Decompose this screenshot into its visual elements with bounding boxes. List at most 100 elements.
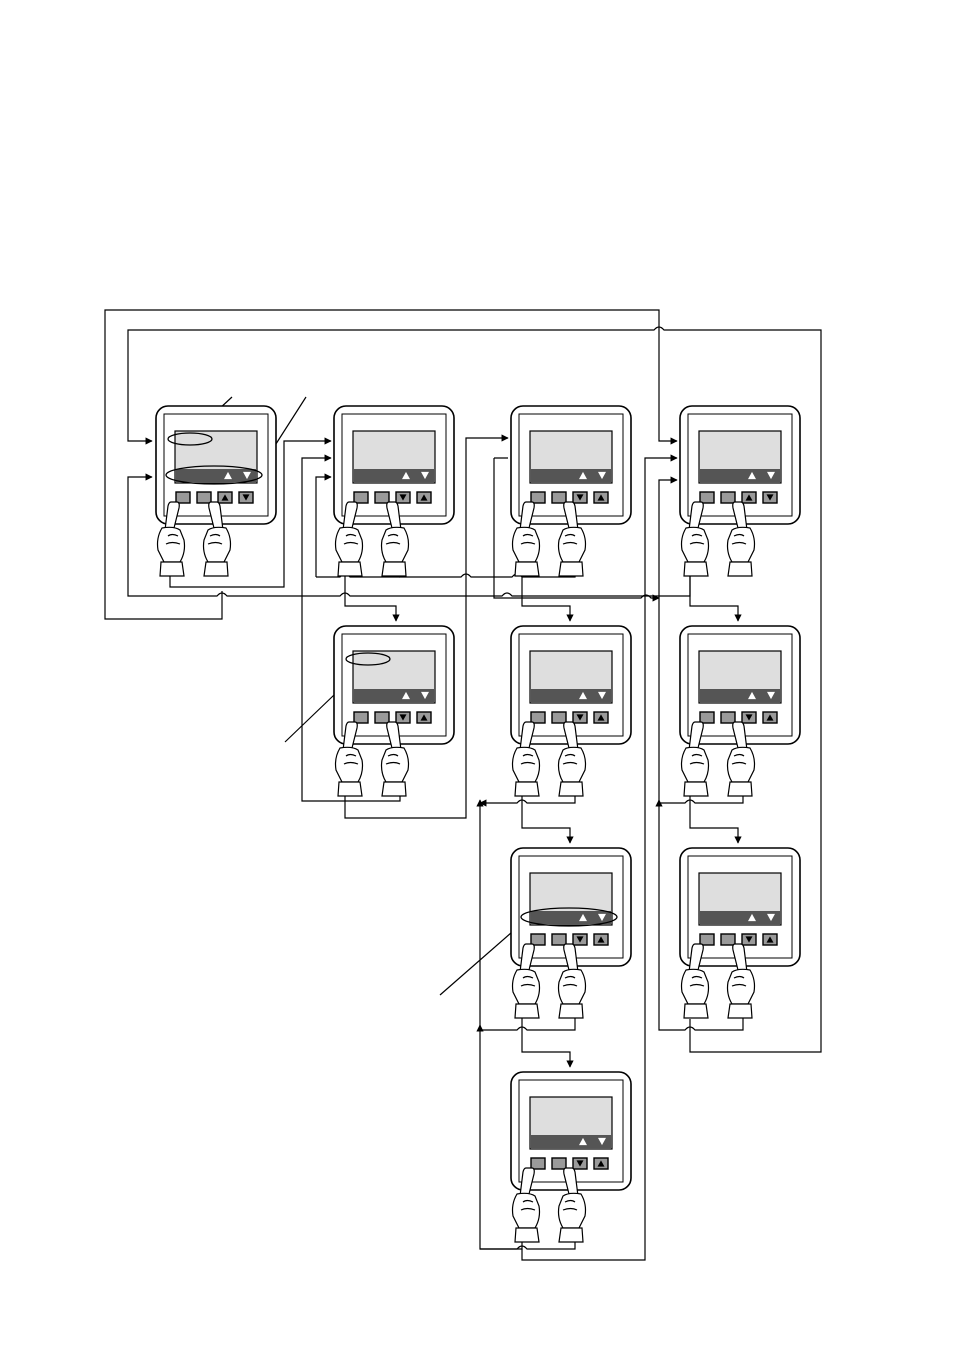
key-1[interactable] [699,933,715,946]
down-arrow-icon [399,714,407,721]
up-arrow-icon [224,471,232,480]
flow-line-e-to-b [301,454,401,802]
flow-line-j-to-d [480,458,677,1261]
up-arrow-icon [420,494,428,501]
key-1[interactable] [530,1157,546,1170]
key-1[interactable] [353,711,369,724]
pressing-hand-right-icon [202,501,232,577]
key-1[interactable] [175,491,191,504]
highlight-oval-top [345,652,391,666]
down-arrow-icon [598,691,606,700]
down-arrow-icon [745,714,753,721]
down-arrow-icon [576,714,584,721]
key-2[interactable] [196,491,212,504]
pressing-hand-right-icon [726,943,756,1019]
lcd-status-bar [700,469,780,482]
controller-units [155,405,801,1243]
controller-unit-c [510,405,632,577]
up-arrow-icon [579,1137,587,1146]
flow-line-d-to-g [689,568,742,622]
key-1[interactable] [353,491,369,504]
key-2[interactable] [551,491,567,504]
lcd-status-bar [176,469,256,482]
down-arrow-icon [745,936,753,943]
key-2[interactable] [720,491,736,504]
down-arrow-icon [576,1160,584,1167]
down-arrow-icon [767,691,775,700]
flow-line-f-return [479,790,576,807]
pressing-hand-right-icon [380,501,410,577]
controller-unit-f [510,625,632,797]
lcd-status-bar [700,911,780,924]
key-1[interactable] [530,711,546,724]
up-arrow-icon [221,494,229,501]
controller-unit-d [679,405,801,577]
down-arrow-icon [242,494,250,501]
up-arrow-icon [745,494,753,501]
down-arrow-icon [421,471,429,480]
up-arrow-icon [597,494,605,501]
highlight-oval-bar [520,907,618,927]
pressing-hand-right-icon [557,501,587,577]
key-2[interactable] [551,711,567,724]
flow-line-h-to-j [521,1010,574,1068]
highlight-oval-bar [165,465,263,485]
up-arrow-icon [579,471,587,480]
highlight-oval-top [167,432,213,446]
lcd-status-bar [354,689,434,702]
lcd-status-bar [531,911,611,924]
pressing-hand-right-icon [726,501,756,577]
pressing-hand-left-icon [511,501,541,577]
flow-line-i-return [655,799,744,1031]
flow-line-a-return [127,473,691,597]
controller-unit-j [510,1071,632,1243]
flow-line-f-to-h [521,790,574,844]
down-arrow-icon [576,494,584,501]
flow-line-g-return [658,476,744,804]
pressing-hand-left-icon [511,943,541,1019]
up-arrow-icon [748,471,756,480]
down-arrow-icon [598,471,606,480]
pressing-hand-left-icon [511,1167,541,1243]
flow-line-e-to-c [344,434,509,819]
pressing-hand-left-icon [334,721,364,797]
key-1[interactable] [699,711,715,724]
key-2[interactable] [720,933,736,946]
flow-line-outer-loop-1 [104,309,678,620]
key-2[interactable] [374,491,390,504]
lcd-status-bar [531,469,611,482]
pressing-hand-left-icon [680,501,710,577]
key-2[interactable] [551,1157,567,1170]
key-2[interactable] [374,711,390,724]
up-arrow-icon [748,691,756,700]
key-1[interactable] [530,491,546,504]
controller-unit-g [679,625,801,797]
flow-line-a-to-b [169,437,332,588]
pressing-hand-left-icon [680,943,710,1019]
flow-line-g-to-i [689,790,742,844]
flow-line-c-to-f [521,568,574,622]
up-arrow-icon [402,691,410,700]
pressing-hand-left-icon [156,501,186,577]
key-2[interactable] [720,711,736,724]
pressing-hand-right-icon [557,721,587,797]
key-1[interactable] [530,933,546,946]
down-arrow-icon [598,1137,606,1146]
down-arrow-icon [421,691,429,700]
up-arrow-icon [766,936,774,943]
up-arrow-icon [420,714,428,721]
pressing-hand-right-icon [380,721,410,797]
lcd-status-bar [700,689,780,702]
lcd-status-bar [531,1135,611,1148]
up-arrow-icon [748,913,756,922]
down-arrow-icon [399,494,407,501]
controller-unit-b [333,405,455,577]
pressing-hand-left-icon [334,501,364,577]
key-1[interactable] [699,491,715,504]
up-arrow-icon [579,913,587,922]
key-2[interactable] [551,933,567,946]
pressing-hand-right-icon [557,943,587,1019]
flow-line-outer-loop-2 [127,326,822,1053]
down-arrow-icon [243,471,251,480]
